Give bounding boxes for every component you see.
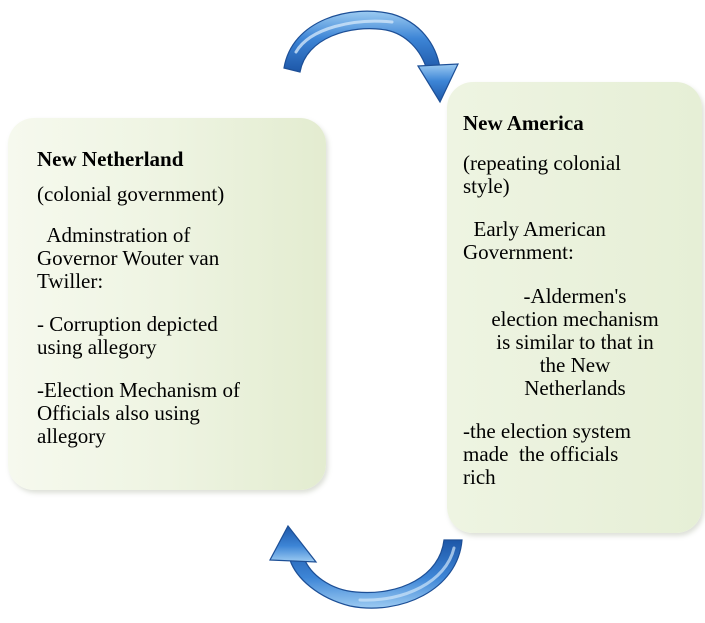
left-admin-line: Governor Wouter van [37,246,220,270]
right-subtitle-line: (repeating colonial [463,151,622,175]
new-america-box [447,82,702,533]
right-point-line: is similar to that in [496,330,654,354]
right-heading-line: Government: [463,240,574,264]
right-point-line: -the election system [463,419,631,443]
right-subtitle-line: style) [463,174,510,198]
right-point-line: Netherlands [524,376,626,400]
right-box-title: New America [463,111,584,135]
right-heading-line: Early American [463,217,606,241]
new-netherland-box [8,118,326,490]
left-admin-line: Twiller: [37,269,104,293]
left-point-line: using allegory [37,335,157,359]
right-point-line: -Aldermen's [523,284,627,308]
right-point-line: election mechanism [491,307,659,331]
curved-arrow-right-icon [283,10,459,104]
right-point-line: the New [539,353,611,377]
left-point-line: -Election Mechanism of [37,378,240,402]
left-box-title: New Netherland [37,147,184,171]
left-point-line: allegory [37,424,106,448]
left-admin-line: Adminstration of [37,223,191,247]
curved-arrow-left-icon [269,524,463,609]
left-box-subtitle: (colonial government) [37,182,225,206]
right-point-line: rich [463,465,496,489]
left-point-line: Officials also using [37,401,200,425]
right-point-line: made the officials [463,442,619,466]
left-point-line: - Corruption depicted [37,312,218,336]
